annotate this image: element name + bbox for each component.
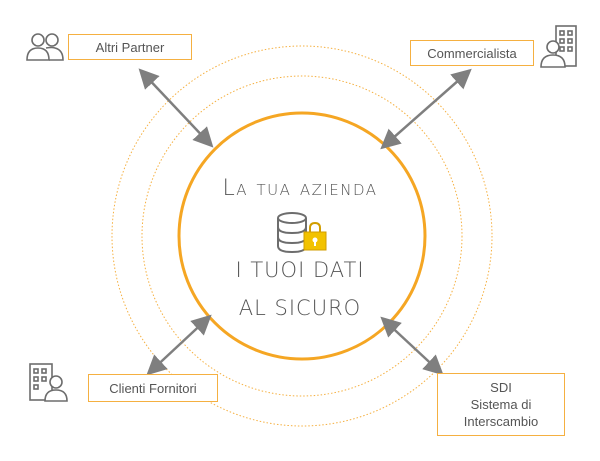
- sdi-label: SDI Sistema di Interscambio: [437, 373, 565, 436]
- altri-partner-label: Altri Partner: [68, 34, 192, 60]
- sdi-line2: Sistema di: [470, 397, 532, 412]
- sdi-line1: SDI: [490, 380, 512, 395]
- arrow-altri-partner: [138, 68, 214, 148]
- arrow-commercialista: [380, 68, 472, 150]
- people-icon: [26, 33, 64, 61]
- database-lock-icon: [277, 212, 327, 254]
- center-title: La tua azienda: [222, 176, 378, 201]
- commercialista-label: Commercialista: [410, 40, 534, 66]
- middle-ring: [141, 75, 463, 397]
- sdi-line3: Interscambio: [463, 414, 539, 429]
- clienti-fornitori-label: Clienti Fornitori: [88, 374, 218, 402]
- outer-ring: [111, 45, 493, 427]
- person-building-icon: [540, 25, 577, 68]
- clienti-fornitori-text: Clienti Fornitori: [109, 380, 197, 396]
- center-line2: AL SICURO: [238, 296, 362, 320]
- commercialista-text: Commercialista: [427, 45, 517, 61]
- center-line1: I TUOI DATI: [235, 258, 365, 282]
- arrow-clienti-fornitori: [146, 314, 212, 376]
- building-person-icon: [29, 363, 68, 402]
- altri-partner-text: Altri Partner: [95, 39, 165, 55]
- arrow-sdi: [380, 316, 444, 376]
